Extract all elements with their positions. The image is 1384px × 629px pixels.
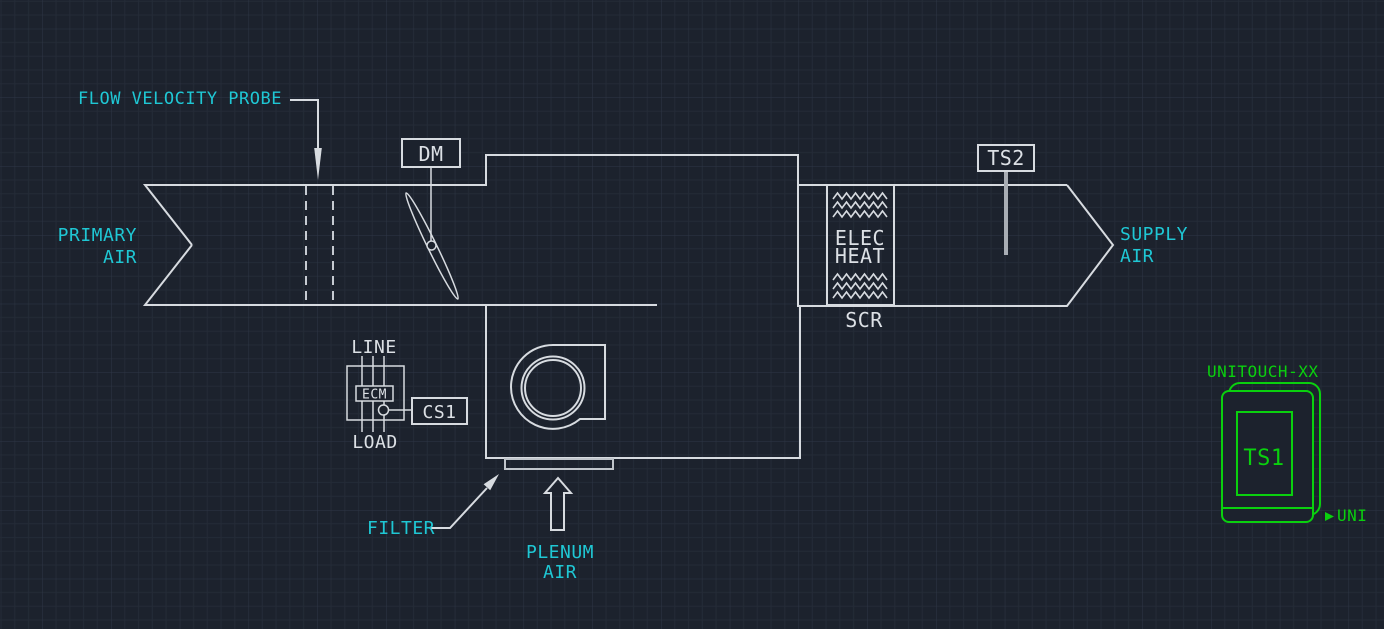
damper-assembly: DM — [401, 138, 461, 300]
supply-air-label-line1: SUPPLY — [1120, 224, 1188, 245]
scr-label: SCR — [845, 308, 883, 332]
ts2-tag-box — [977, 144, 1035, 172]
ts2-label: TS2 — [987, 146, 1025, 170]
plenum-air-label-line1: PLENUM — [526, 542, 594, 563]
heater-label-line1: ELEC — [835, 226, 885, 250]
fan-wheel-inner — [524, 359, 582, 417]
flow-velocity-probe-symbol — [305, 186, 334, 304]
electric-heater: ELEC HEAT SCR — [826, 184, 895, 332]
heater-label-line2: HEAT — [835, 244, 885, 268]
ecm-motor-schematic: ECM CS1 LINE LOAD — [346, 337, 468, 453]
cs1-label: CS1 — [422, 402, 456, 423]
unit-casing-outline — [142, 154, 1115, 459]
thermostat-screen — [1236, 411, 1293, 496]
heater-element-coils-top — [832, 191, 888, 219]
unitouch-thermostat: UNITOUCH-XX TS1 UNI — [1207, 362, 1367, 525]
load-label: LOAD — [352, 432, 397, 453]
ecm-label: ECM — [362, 388, 387, 403]
flow-probe-leader — [290, 99, 322, 180]
filter-label: FILTER — [367, 518, 435, 539]
damper-motor-label: DM — [418, 142, 443, 166]
fan-scroll-symbol — [509, 344, 606, 430]
primary-air-label-line1: PRIMARY — [58, 225, 137, 246]
filter-strip — [504, 458, 614, 470]
supply-temp-sensor: TS2 — [977, 144, 1035, 255]
right-triangle-icon — [1325, 512, 1334, 521]
damper-motor-tag-box — [401, 138, 461, 168]
supply-air-label-line2: AIR — [1120, 246, 1154, 267]
supply-outlet-chevron — [797, 155, 1115, 307]
fan-housing — [509, 344, 606, 430]
fan-wheel-outer — [520, 355, 586, 421]
uni-note-label: UNI — [1337, 506, 1367, 525]
thermostat-model-label: UNITOUCH-XX — [1207, 362, 1318, 381]
motor-outer-box — [346, 365, 405, 421]
down-arrow-icon — [314, 148, 322, 180]
current-sensor-node — [377, 404, 390, 416]
heater-element-coils-bottom — [832, 272, 888, 300]
up-right-arrow-icon — [483, 474, 499, 491]
thermostat-tag-label: TS1 — [1243, 446, 1284, 471]
plenum-air-label-line2: AIR — [543, 562, 577, 583]
fan-plenum-box — [485, 305, 801, 459]
cs1-tag-box — [411, 397, 468, 425]
damper-pivot — [426, 240, 437, 251]
filter-leader — [431, 474, 499, 529]
flow-velocity-probe-label: FLOW VELOCITY PROBE — [78, 89, 282, 109]
block-up-arrow-icon — [542, 476, 574, 531]
primary-air-label-line2: AIR — [103, 247, 137, 268]
heater-box — [826, 184, 895, 306]
ecm-box — [355, 385, 394, 402]
line-label: LINE — [351, 337, 396, 358]
thermostat-front-plate — [1221, 390, 1314, 523]
